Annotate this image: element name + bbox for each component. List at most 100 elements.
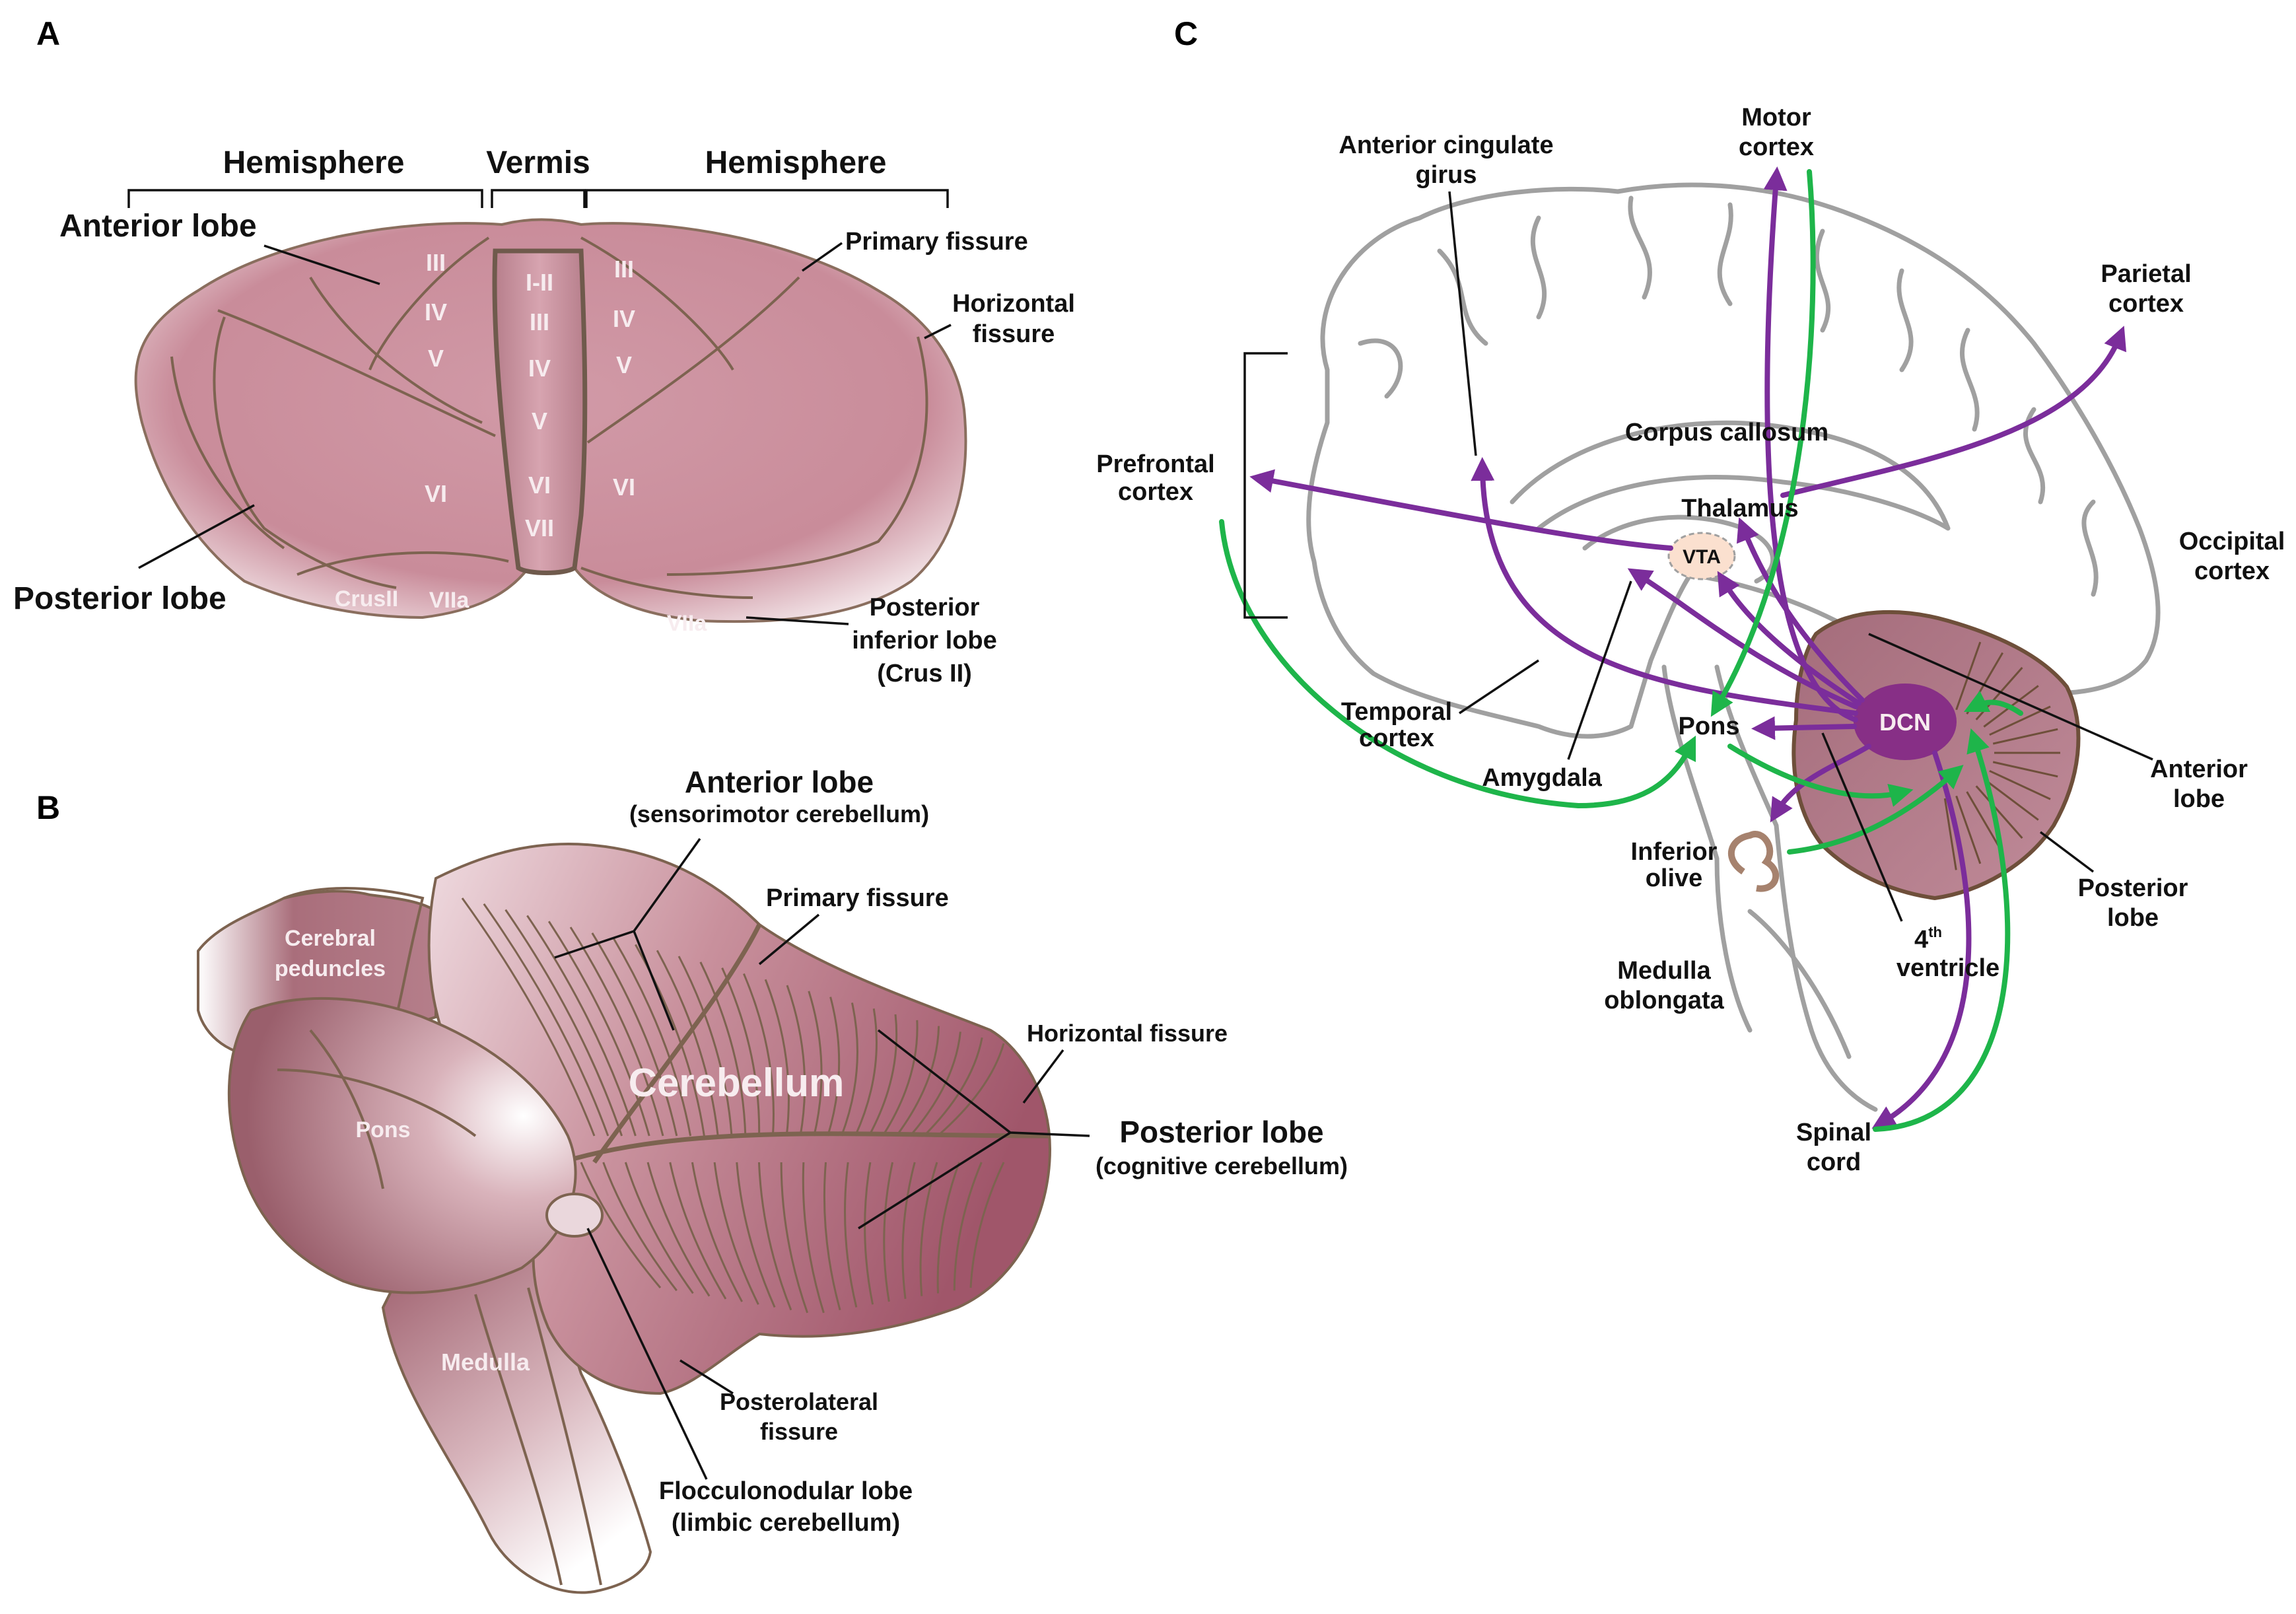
folium-line <box>923 1037 983 1137</box>
label-viia-right: VIIa <box>667 611 708 636</box>
folium-line <box>868 1014 898 1137</box>
right-lobule-v: V <box>616 351 632 378</box>
folium-line <box>602 1162 678 1292</box>
left-fissure-2 <box>309 276 483 424</box>
folium-line <box>780 1162 809 1314</box>
thalamus-outline <box>1582 514 1776 584</box>
folium-line <box>909 1032 961 1137</box>
vermis-lobule-vi: VI <box>528 472 551 499</box>
folia-lines <box>461 897 1005 1314</box>
medulla-fold-1 <box>474 1294 563 1586</box>
arrow-dcn-to-motor-cortex <box>1763 166 1858 722</box>
vta-node <box>1667 532 1736 580</box>
leader-temporal-cortex <box>1459 659 1539 715</box>
label-hemisphere-right: Hemisphere <box>705 145 887 180</box>
panel-label-b: B <box>36 789 60 826</box>
label-medulla-oblongata-line2: oblongata <box>1604 987 1724 1014</box>
folium-line <box>1955 795 1982 864</box>
folium-line <box>953 1162 983 1291</box>
arrow-dcn-to-pons <box>1751 716 1857 740</box>
label-horizontal-fissure-a-line1: Horizontal <box>952 290 1075 318</box>
right-inner-fissure <box>666 336 928 576</box>
label-posterior-inferior-line2: inferior lobe <box>852 627 997 654</box>
label-pons-b: Pons <box>355 1117 410 1142</box>
folium-line <box>854 1008 878 1137</box>
label-thalamus: Thalamus <box>1681 495 1798 522</box>
label-posterolateral-line2: fissure <box>760 1418 838 1445</box>
arrow-to-amygdala <box>1627 568 1858 709</box>
label-hemisphere-left: Hemisphere <box>223 145 405 180</box>
label-pons-c: Pons <box>1679 713 1740 740</box>
label-anterior-cingulate-line2: girus <box>1416 161 1477 189</box>
horizontal-fissure-right-line <box>580 567 753 599</box>
label-posterolateral-line1: Posterolateral <box>720 1388 878 1415</box>
label-amygdala: Amygdala <box>1482 764 1602 792</box>
label-flocculonodular-line1: Flocculonodular lobe <box>659 1477 913 1505</box>
folium-line <box>1983 778 2039 821</box>
label-primary-fissure-a: Primary fissure <box>845 228 1028 256</box>
folium-line <box>591 932 678 1137</box>
folium-line <box>764 979 790 1137</box>
leader-anterior-cingulate <box>1448 191 1477 456</box>
label-posterior-sub-b: (cognitive cerebellum) <box>1096 1152 1348 1179</box>
spinal-cord-outline <box>1747 909 1852 1059</box>
arrow-to-prefrontal-cortex <box>1249 469 1673 551</box>
primary-fissure-left-line <box>217 309 496 437</box>
label-inferior-olive-line1: Inferior <box>1631 838 1718 866</box>
folium-line <box>699 962 747 1137</box>
label-occipital-line1: Occipital <box>2179 528 2285 555</box>
label-primary-fissure-b: Primary fissure <box>766 884 949 912</box>
folium-line <box>844 1162 858 1308</box>
arrow-olive-to-cerebellum <box>1787 765 1964 855</box>
bracket-left-hemisphere <box>127 189 483 208</box>
arrow-dcn-to-spinal-cord <box>1871 750 1972 1129</box>
arrow-to-vta <box>1717 571 1861 706</box>
leader-posterolateral-fissure <box>679 1359 734 1395</box>
vermis-lobule-vii: VII <box>525 514 554 542</box>
leader-amygdala <box>1567 580 1632 760</box>
bracket-right-hemisphere <box>585 189 949 208</box>
folium-line <box>713 1162 759 1305</box>
medulla-fold-2 <box>527 1287 602 1586</box>
dcn-node <box>1854 684 1957 760</box>
vermis-lobule-iii: III <box>530 308 549 335</box>
folium-line <box>823 1162 841 1311</box>
folium-line <box>882 1020 919 1137</box>
folium-line <box>1955 641 1982 711</box>
folium-line <box>624 1162 694 1294</box>
label-cerebral-peduncles-line1: Cerebral <box>285 926 376 951</box>
label-anterior-lobe-a: Anterior lobe <box>59 209 257 244</box>
folium-line <box>1943 798 1957 870</box>
label-parietal-cortex-line2: cortex <box>2108 290 2184 318</box>
leader-anterior-lobe-a <box>263 244 380 285</box>
gyri-lines <box>1358 195 2099 597</box>
folium-line <box>461 897 596 1137</box>
label-horizontal-fissure-b: Horizontal fissure <box>1027 1020 1228 1047</box>
label-temporal-line1: Temporal <box>1341 698 1452 726</box>
vermis-lobule-numerals: I-II III IV V VI VII <box>525 269 554 542</box>
label-viia-left: VIIa <box>429 588 470 613</box>
vermis-band <box>492 248 588 575</box>
folium-line <box>864 1162 874 1305</box>
vermis-lobule-v: V <box>532 407 547 435</box>
right-lobule-vi: VI <box>613 474 635 501</box>
folium-line <box>901 1162 916 1300</box>
arrow-pons-to-cerebellum-1 <box>1727 744 1914 807</box>
left-lobule-vi: VI <box>425 480 447 507</box>
label-corpus-callosum: Corpus callosum <box>1625 419 1828 446</box>
folium-line <box>969 1162 1005 1288</box>
horizontal-fissure-line-b <box>560 1131 1051 1165</box>
folium-line <box>504 909 623 1137</box>
vermis-lobule-i-ii: I-II <box>526 269 553 296</box>
arrow-prefrontal-to-pons <box>1219 519 1696 809</box>
label-anterior-lobe-c-line2: lobe <box>2173 785 2225 813</box>
leader-horizontal-fissure-a <box>924 324 952 339</box>
label-posterior-lobe-c-line1: Posterior <box>2078 874 2188 902</box>
label-medulla-b: Medulla <box>441 1349 530 1376</box>
arrow-spinal-cord-to-cerebellum <box>1873 728 2011 1132</box>
corpus-callosum-shape <box>1510 420 1951 531</box>
label-vermis: Vermis <box>486 145 590 180</box>
label-parietal-cortex-line1: Parietal <box>2101 260 2191 288</box>
folium-line <box>613 938 692 1137</box>
left-lobule-iv: IV <box>425 298 447 326</box>
